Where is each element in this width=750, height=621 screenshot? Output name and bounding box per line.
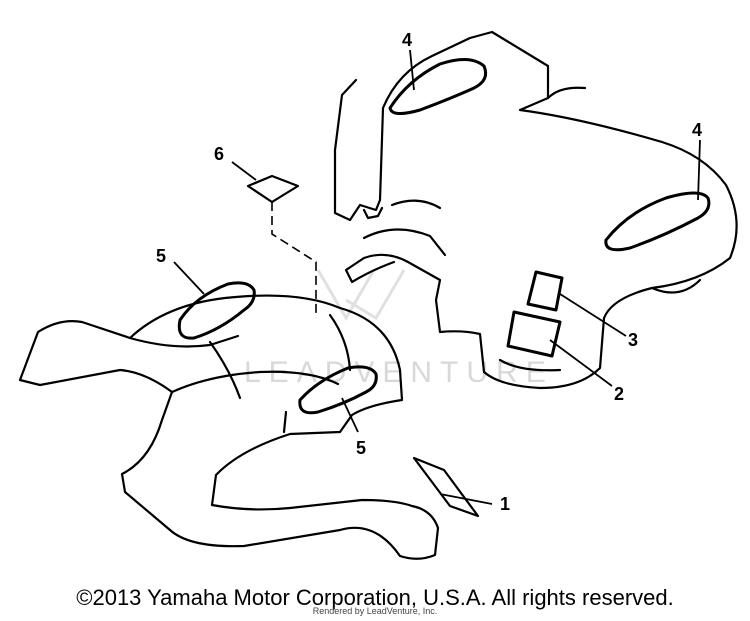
callout-4-rear-side: 4 <box>692 120 702 140</box>
leader-5a <box>173 261 205 295</box>
front-fender <box>18 294 440 560</box>
decal-6 <box>246 174 300 204</box>
rear-fender <box>333 30 738 390</box>
copyright-notice: ©2013 Yamaha Motor Corporation, U.S.A. A… <box>76 585 674 610</box>
callout-4-rear-top: 4 <box>402 30 412 50</box>
decal-1 <box>412 456 480 518</box>
leader-5b <box>341 397 359 433</box>
callout-2: 2 <box>614 384 624 404</box>
decal-4-rear-side <box>604 191 711 252</box>
leader-4b <box>697 139 701 201</box>
leader-2 <box>549 339 613 387</box>
callout-3: 3 <box>628 330 638 350</box>
callout-5-fender-left: 5 <box>156 246 166 266</box>
callout-1: 1 <box>500 494 510 514</box>
callout-6: 6 <box>214 144 224 164</box>
decal-3 <box>526 270 564 312</box>
leader-4a <box>409 49 415 91</box>
decal-2 <box>506 310 562 358</box>
decal-5-fender-center <box>298 365 378 415</box>
leader-6-tick <box>231 161 257 181</box>
watermark-logo <box>316 269 406 321</box>
decal-5-fender-left <box>177 281 256 340</box>
leader-3 <box>559 293 627 337</box>
decal-4-rear-top <box>388 58 488 115</box>
leader-6 <box>271 202 317 318</box>
rendered-by-credit: Rendered by LeadVenture, Inc. <box>312 606 438 616</box>
leader-1 <box>439 493 493 505</box>
callout-5-fender-center: 5 <box>356 438 366 458</box>
